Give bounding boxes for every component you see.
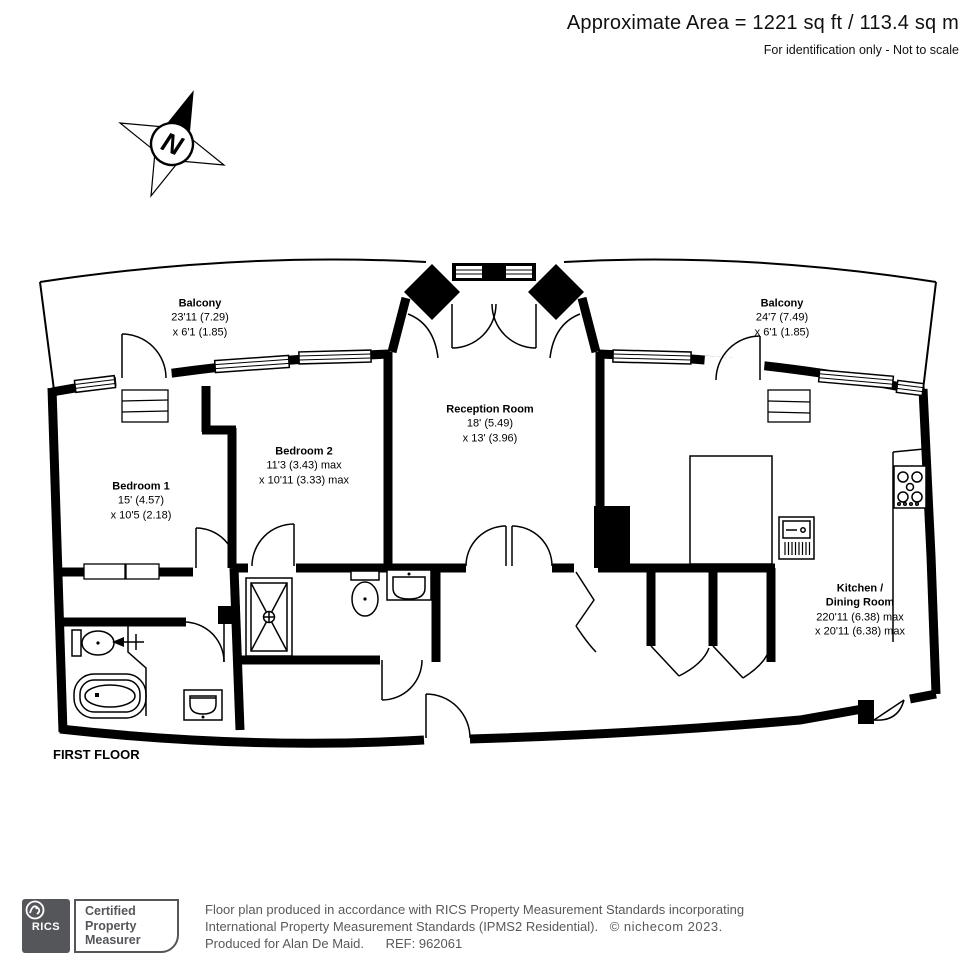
rics-logo-box: RICS xyxy=(22,899,70,953)
approximate-area-text: Approximate Area = 1221 sq ft / 113.4 sq… xyxy=(566,12,959,34)
room-label-reception: Reception Room 18' (5.49) x 13' (3.96) xyxy=(446,403,534,445)
door-arcs xyxy=(121,333,905,739)
disclaimer-line3: Produced for Alan De Maid. REF: 962061 xyxy=(205,936,463,952)
certified-measurer-box: Certified Property Measurer xyxy=(74,899,179,953)
footer: RICS Certified Property Measurer Floor p… xyxy=(22,899,744,953)
hob-icon xyxy=(893,465,927,509)
appliance-icon xyxy=(778,516,815,560)
wall-stub-2 xyxy=(858,700,874,724)
entrance-vestibule xyxy=(404,263,584,359)
identification-note-text: For identification only - Not to scale xyxy=(763,43,959,57)
kitchen-counter xyxy=(892,448,925,642)
toilet-icon xyxy=(71,629,115,657)
room-label-bedroom2: Bedroom 2 11'3 (3.43) max x 10'11 (3.33)… xyxy=(259,445,349,487)
sink-icon xyxy=(183,689,223,721)
wall-stub xyxy=(218,606,240,624)
door-gaps xyxy=(115,355,765,393)
floor-name-label: FIRST FLOOR xyxy=(53,747,140,762)
reference-number: REF: 962061 xyxy=(385,936,463,952)
shower-icon xyxy=(245,577,293,657)
rics-lion-icon xyxy=(25,900,45,920)
disclaimer-line2: International Property Measurement Stand… xyxy=(205,919,723,935)
room-label-kitchen: Kitchen / Dining Room 220'11 (6.38) max … xyxy=(815,582,905,638)
rics-brand-label: RICS xyxy=(31,920,61,933)
room-label-balcony-right: Balcony 24'7 (7.49) x 6'1 (1.85) xyxy=(754,297,810,339)
disclaimer-text: Floor plan produced in accordance with R… xyxy=(205,899,744,952)
interior-walls xyxy=(60,296,776,731)
bathtub-icon xyxy=(73,673,147,719)
chimney-breast xyxy=(594,506,630,568)
direction-arrow-icon xyxy=(112,634,144,650)
bath-alcove-wall xyxy=(127,622,147,716)
disclaimer-line1: Floor plan produced in accordance with R… xyxy=(205,902,745,917)
sink-2-icon xyxy=(386,569,432,601)
compass-rose-icon: N xyxy=(118,90,226,198)
balcony-outer-walls xyxy=(39,258,937,391)
kitchen-island xyxy=(689,455,773,565)
balcony-steps xyxy=(121,389,811,423)
wardrobe-icon xyxy=(83,563,160,580)
room-label-balcony-left: Balcony 23'11 (7.29) x 6'1 (1.85) xyxy=(171,297,229,339)
header: Approximate Area = 1221 sq ft / 113.4 sq… xyxy=(567,12,959,57)
rics-certification-badge: RICS Certified Property Measurer xyxy=(22,899,179,953)
nichecom-copyright: © nichecom 2023. xyxy=(609,919,723,935)
toilet-2-icon xyxy=(350,570,380,617)
windows xyxy=(73,349,925,397)
room-label-bedroom1: Bedroom 1 15' (4.57) x 10'5 (2.18) xyxy=(110,480,172,522)
